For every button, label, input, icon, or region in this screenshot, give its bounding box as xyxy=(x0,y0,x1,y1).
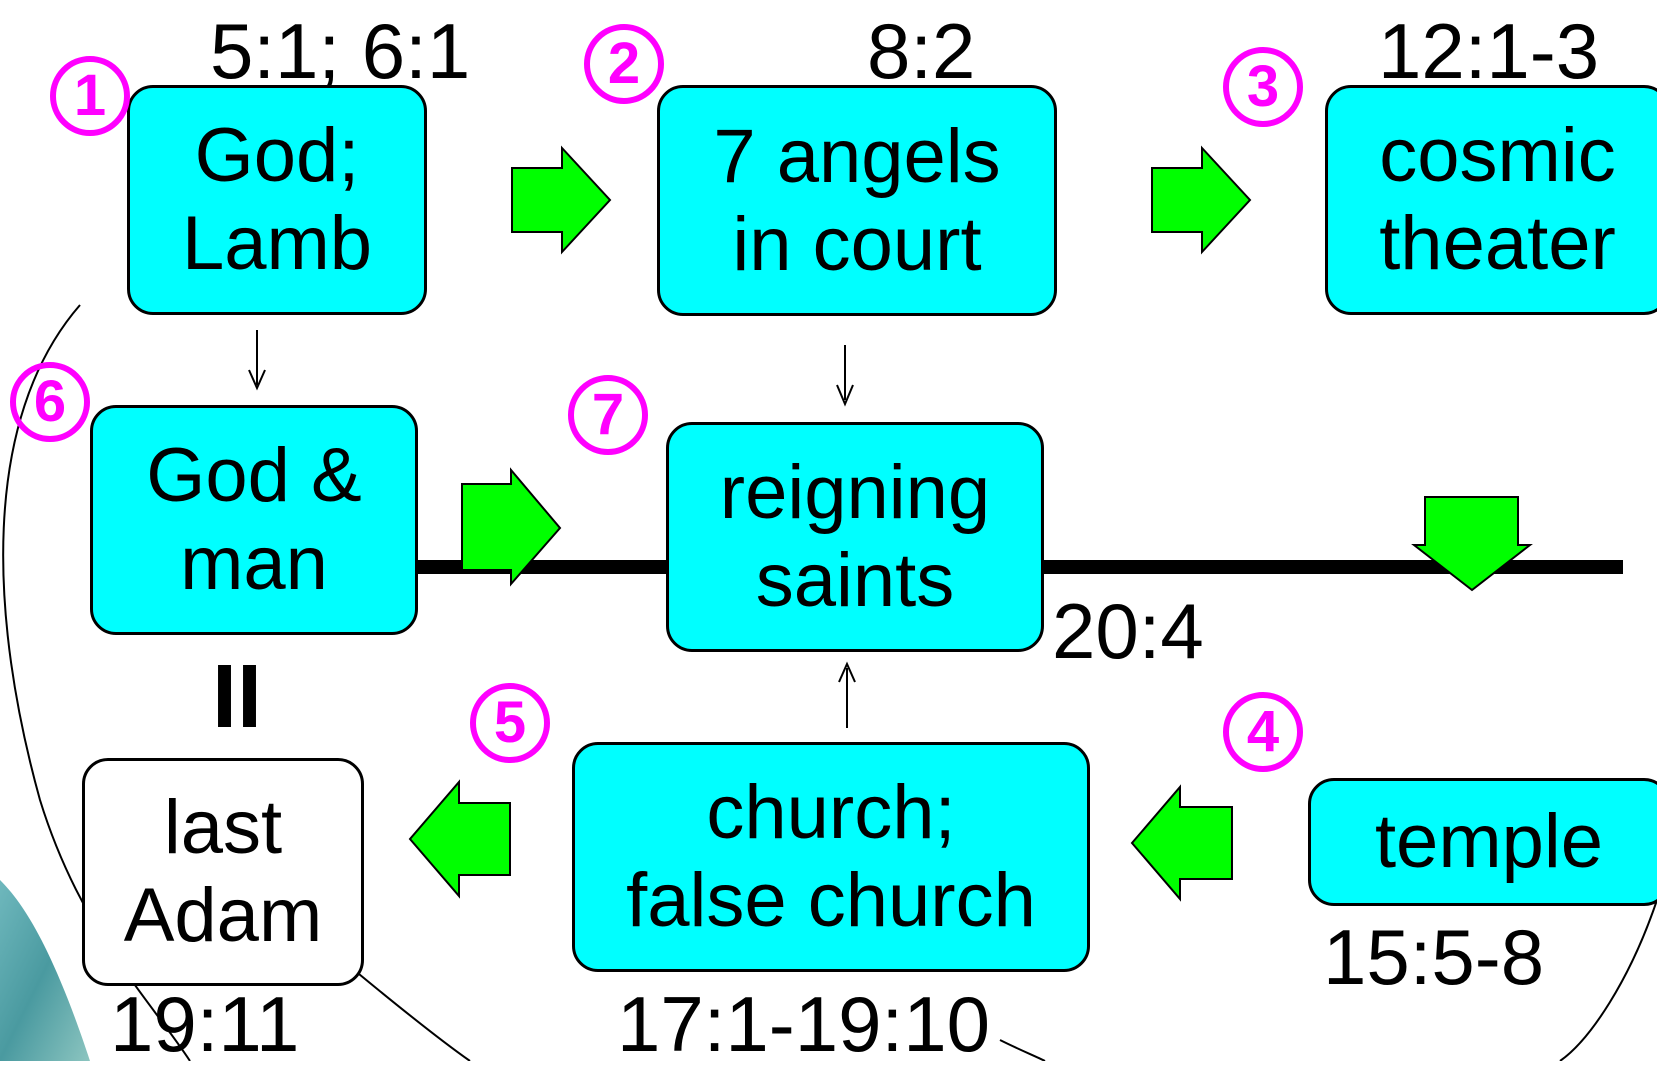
node-last-adam: last Adam xyxy=(82,758,364,986)
node-god-lamb: God; Lamb xyxy=(127,85,427,315)
ref-god-lamb: 5:1; 6:1 xyxy=(210,7,471,95)
step-number-4: 4 xyxy=(1223,692,1303,772)
step-number-6: 6 xyxy=(10,362,90,442)
ref-reigning-saints: 20:4 xyxy=(1052,587,1204,675)
node-god-lamb-label: God; Lamb xyxy=(181,113,373,286)
block-arrow-left-5-to-last-adam xyxy=(408,779,511,899)
block-arrow-right-6-to-7 xyxy=(461,467,562,587)
block-arrow-right-2-to-3 xyxy=(1151,145,1252,255)
ref-temple: 15:5-8 xyxy=(1323,913,1545,1001)
node-seven-angels-label: 7 angels in court xyxy=(713,113,1001,287)
equals-sign: II xyxy=(212,647,263,747)
step-number-2: 2 xyxy=(584,24,664,104)
block-arrow-down-3-to-4 xyxy=(1411,496,1533,592)
step-number-7: 7 xyxy=(568,375,648,455)
node-temple-label: temple xyxy=(1374,799,1604,884)
node-god-man-label: God & man xyxy=(146,433,362,606)
node-last-adam-label: last Adam xyxy=(123,785,323,958)
background-circle-arc-center xyxy=(999,1039,1046,1061)
node-reigning-saints: reigning saints xyxy=(666,422,1044,652)
node-church-label: church; false church xyxy=(626,770,1036,943)
node-god-man: God & man xyxy=(90,405,418,635)
node-reigning-saints-label: reigning saints xyxy=(719,450,991,623)
step-number-5: 5 xyxy=(470,683,550,763)
ref-last-adam: 19:11 xyxy=(110,980,300,1068)
thin-arrow-church-to-saints xyxy=(838,661,856,728)
step-number-1: 1 xyxy=(50,56,130,136)
thin-arrow-god-lamb-to-god-man xyxy=(248,330,266,391)
step-number-3: 3 xyxy=(1223,47,1303,127)
ref-cosmic-theater: 12:1-3 xyxy=(1378,7,1600,95)
ref-seven-angels: 8:2 xyxy=(867,7,976,95)
background-circle-arc-right xyxy=(1559,899,1657,1061)
background-scene-image xyxy=(0,880,90,1061)
block-arrow-right-1-to-2 xyxy=(511,145,612,255)
node-church: church; false church xyxy=(572,742,1090,972)
node-cosmic-theater-label: cosmic theater xyxy=(1379,113,1616,286)
ref-church: 17:1-19:10 xyxy=(617,980,990,1068)
node-temple: temple xyxy=(1308,778,1657,906)
node-cosmic-theater: cosmic theater xyxy=(1325,85,1657,315)
node-seven-angels: 7 angels in court xyxy=(657,85,1057,316)
block-arrow-left-4-to-5 xyxy=(1130,784,1233,902)
thin-arrow-angels-to-saints xyxy=(836,345,854,407)
